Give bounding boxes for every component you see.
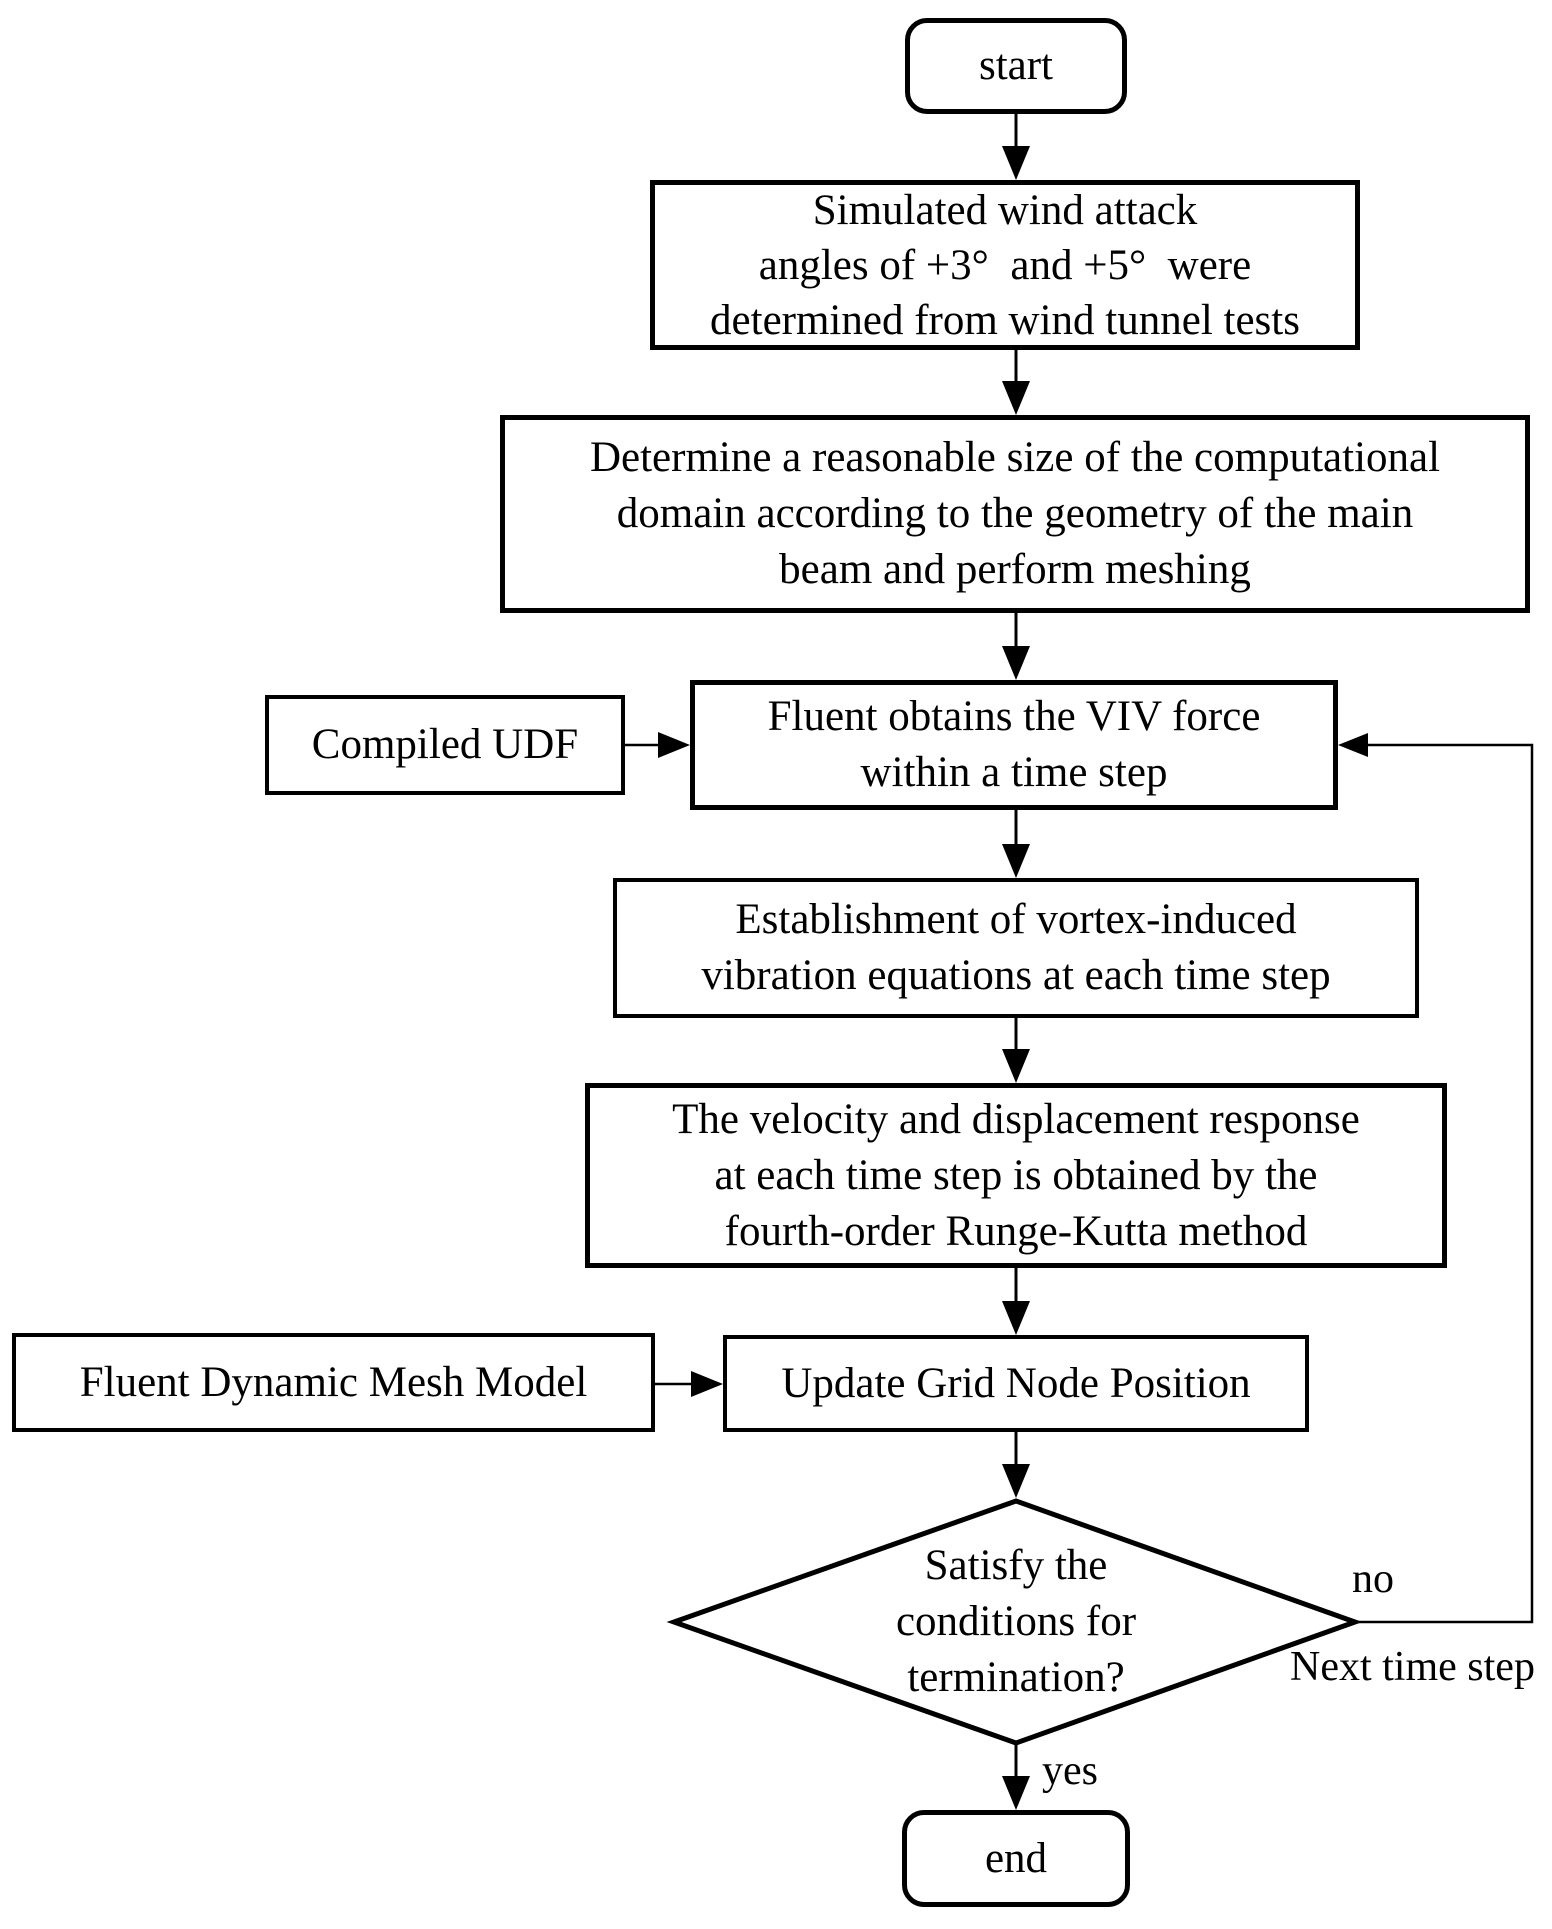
domain-line-1: Determine a reasonable size of the compu… [589, 434, 1441, 481]
arrowhead-mesh-update [691, 1371, 723, 1397]
runge-line-2: at each time step is obtained by the [714, 1151, 1318, 1199]
decision-line-3: termination? [907, 1654, 1125, 1701]
wind-attack-line-3: determined from wind tunnel tests [710, 296, 1300, 344]
feedback-loop-line [1355, 743, 1534, 1624]
dynamic-mesh-label: Fluent Dynamic Mesh Model [79, 1358, 588, 1406]
vibration-equations-node: Establishment of vortex-induced vibratio… [613, 878, 1419, 1018]
arrowhead-udf-viv [658, 732, 690, 758]
wind-attack-line-2: angles of +3° and +5° were [758, 241, 1252, 289]
decision-line-1: Satisfy the [924, 1542, 1108, 1589]
dynamic-mesh-node: Fluent Dynamic Mesh Model [12, 1333, 655, 1432]
runge-kutta-node: The velocity and displacement response a… [585, 1083, 1447, 1268]
update-grid-label: Update Grid Node Position [781, 1359, 1251, 1407]
edge-label-next-time-step: Next time step [1290, 1644, 1535, 1690]
compiled-udf-label: Compiled UDF [311, 721, 579, 768]
end-label: end [984, 1834, 1048, 1882]
decision-line-2: conditions for [895, 1598, 1137, 1645]
domain-line-2: domain according to the geometry of the … [616, 490, 1414, 537]
arrowhead-viv [1002, 646, 1030, 680]
arrowhead-feedback-viv [1338, 733, 1368, 757]
arrowhead-update [1002, 1301, 1030, 1335]
decision-diamond-text: Satisfy the conditions for termination? [816, 1537, 1216, 1707]
equations-line-1: Establishment of vortex-induced [735, 896, 1297, 943]
start-node: start [905, 18, 1127, 114]
arrowhead-runge [1002, 1049, 1030, 1083]
decision-diamond-shape [666, 1498, 1363, 1746]
arrowhead-wind-attack [1002, 146, 1030, 180]
runge-line-1: The velocity and displacement response [672, 1095, 1360, 1143]
domain-mesh-node: Determine a reasonable size of the compu… [500, 415, 1530, 613]
start-label: start [978, 42, 1054, 89]
end-node: end [902, 1810, 1130, 1907]
update-grid-node: Update Grid Node Position [723, 1335, 1309, 1432]
viv-force-line-1: Fluent obtains the VIV force [767, 693, 1261, 740]
equations-line-2: vibration equations at each time step [701, 952, 1331, 999]
edge-label-no: no [1352, 1556, 1394, 1602]
arrowhead-domain [1002, 381, 1030, 415]
edge-label-yes: yes [1042, 1748, 1098, 1794]
arrowhead-end [1002, 1776, 1030, 1810]
runge-line-3: fourth-order Runge-Kutta method [724, 1207, 1308, 1255]
compiled-udf-node: Compiled UDF [265, 695, 625, 795]
wind-attack-line-1: Simulated wind attack [812, 186, 1198, 234]
domain-line-3: beam and perform meshing [779, 546, 1251, 593]
arrowhead-decision [1002, 1464, 1030, 1498]
arrowhead-equations [1002, 844, 1030, 878]
viv-force-line-2: within a time step [860, 749, 1168, 796]
wind-attack-node: Simulated wind attack angles of +3° and … [650, 180, 1360, 350]
viv-force-node: Fluent obtains the VIV force within a ti… [690, 680, 1338, 810]
